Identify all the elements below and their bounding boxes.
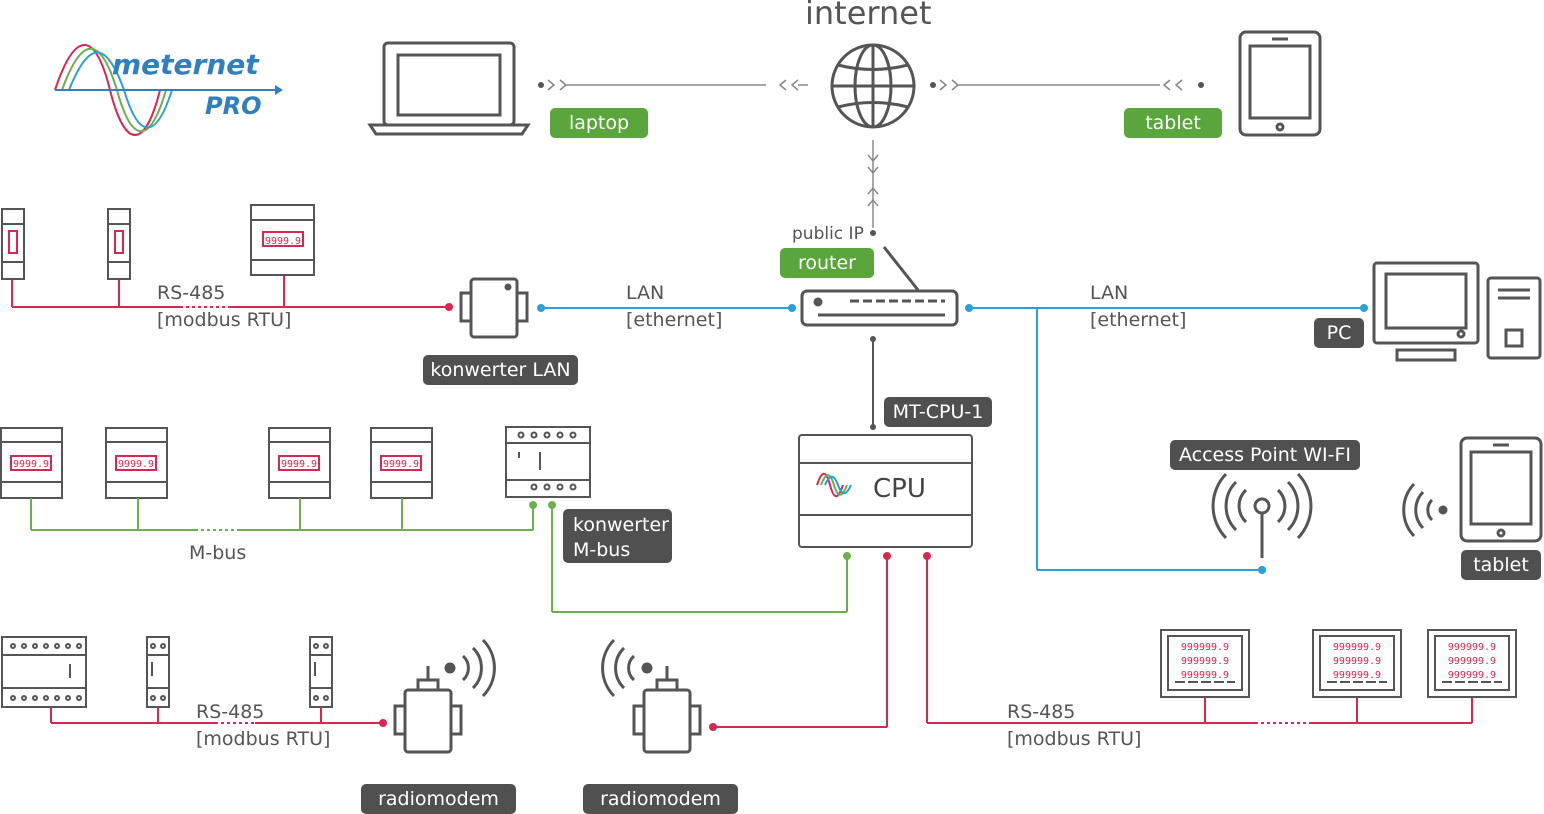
meter-display: 9999.9: [383, 459, 419, 470]
energy-meter-icon: 9999.9: [250, 204, 315, 276]
mbus-label: M-bus: [189, 542, 247, 564]
meternet-logo: [54, 44, 283, 136]
konwerter-mbus-line2: M-bus: [573, 538, 631, 561]
access-point-icon: [1211, 472, 1313, 558]
lan-left-protocol: [ethernet]: [626, 309, 723, 331]
rs485-bottom-right-bus: [923, 552, 1473, 724]
din-meter-icon: [1, 208, 25, 280]
lan-left-label: LAN: [626, 282, 665, 304]
analyzer-reading: 999999.9: [1333, 642, 1381, 653]
analyzer-reading: 999999.9: [1448, 656, 1496, 667]
lan-left-link: [537, 304, 796, 312]
internet-links: [538, 79, 1204, 236]
rs485-top-label: RS-485: [157, 282, 226, 304]
tablet-right-label: tablet: [1461, 550, 1541, 580]
pc-icon: [1372, 261, 1542, 362]
logo-name: meternet: [112, 48, 259, 81]
analyzer-reading: 999999.9: [1181, 642, 1229, 653]
analyzer-reading: 999999.9: [1448, 642, 1496, 653]
konwerter-mbus-line1: konwerter: [573, 514, 669, 536]
cpu-radiomodem-link: [709, 552, 891, 731]
din-relay-icon: [146, 636, 170, 708]
rs485-br-protocol: [modbus RTU]: [1007, 728, 1142, 750]
radiomodem-mid-label: radiomodem: [583, 784, 738, 814]
mbus-lines: [30, 498, 851, 613]
analyzer-reading: 999999.9: [1333, 656, 1381, 667]
meter-display: 9999.9: [118, 459, 154, 470]
globe-icon: [830, 43, 916, 129]
cpu-module-icon: [798, 434, 973, 548]
access-point-label: Access Point WI-FI: [1170, 440, 1360, 470]
radiomodem-icon: [393, 638, 496, 754]
rs485-top-protocol: [modbus RTU]: [157, 309, 292, 331]
energy-meter-icon: 9999.9: [0, 427, 63, 499]
router-icon: [800, 246, 959, 327]
energy-meter-icon: 9999.9: [370, 427, 433, 499]
lan-right-label: LAN: [1090, 282, 1129, 304]
rs485-bottom-left-bus: [50, 707, 387, 727]
rs485-top-bus: [11, 276, 453, 311]
rs485-br-label: RS-485: [1007, 701, 1076, 723]
rs485-bl-protocol: [modbus RTU]: [196, 728, 331, 750]
laptop-icon: [367, 41, 531, 136]
power-analyzer-icon: 999999.9 999999.9 999999.9: [1427, 629, 1517, 698]
energy-meter-icon: 9999.9: [268, 427, 331, 499]
logo-sub: PRO: [205, 92, 262, 120]
public-ip-label: public IP: [792, 224, 864, 244]
power-analyzer-icon: 999999.9 999999.9 999999.9: [1160, 629, 1250, 698]
konwerter-lan-label: konwerter LAN: [423, 355, 578, 385]
lan-right-protocol: [ethernet]: [1090, 309, 1187, 331]
router-label: router: [780, 248, 874, 278]
lan-converter-icon: [459, 277, 529, 339]
energy-meter-icon: 9999.9: [105, 427, 168, 499]
konwerter-mbus-label: konwerter M-bus: [563, 509, 672, 563]
mt-cpu-label: MT-CPU-1: [884, 397, 992, 427]
din-meter-icon: [107, 208, 131, 280]
mbus-converter-icon: [505, 426, 591, 498]
radiomodem-icon: [601, 638, 702, 754]
rs485-bl-label: RS-485: [196, 701, 265, 723]
meter-icon: [1, 636, 87, 708]
pc-label: PC: [1314, 318, 1364, 348]
tablet-icon: [1459, 436, 1543, 543]
power-analyzer-icon: 999999.9 999999.9 999999.9: [1312, 629, 1402, 698]
analyzer-reading: 999999.9: [1181, 656, 1229, 667]
radiomodem-left-label: radiomodem: [361, 784, 516, 814]
internet-title: internet: [805, 0, 932, 32]
cpu-label: CPU: [873, 474, 926, 504]
router-cpu-link: [870, 336, 876, 430]
meter-display: 9999.9: [281, 459, 317, 470]
lan-right-link: [965, 304, 1368, 574]
tablet-top-label: tablet: [1124, 108, 1222, 138]
tablet-icon: [1238, 30, 1322, 137]
meter-display: 9999.9: [13, 459, 49, 470]
din-relay-icon: [309, 636, 333, 708]
analyzer-reading: 999999.9: [1333, 670, 1381, 681]
analyzer-reading: 999999.9: [1448, 670, 1496, 681]
laptop-label: laptop: [550, 108, 648, 138]
wifi-signal-icon: [1402, 482, 1448, 538]
meter-display: 9999.9: [265, 236, 301, 247]
analyzer-reading: 999999.9: [1181, 670, 1229, 681]
